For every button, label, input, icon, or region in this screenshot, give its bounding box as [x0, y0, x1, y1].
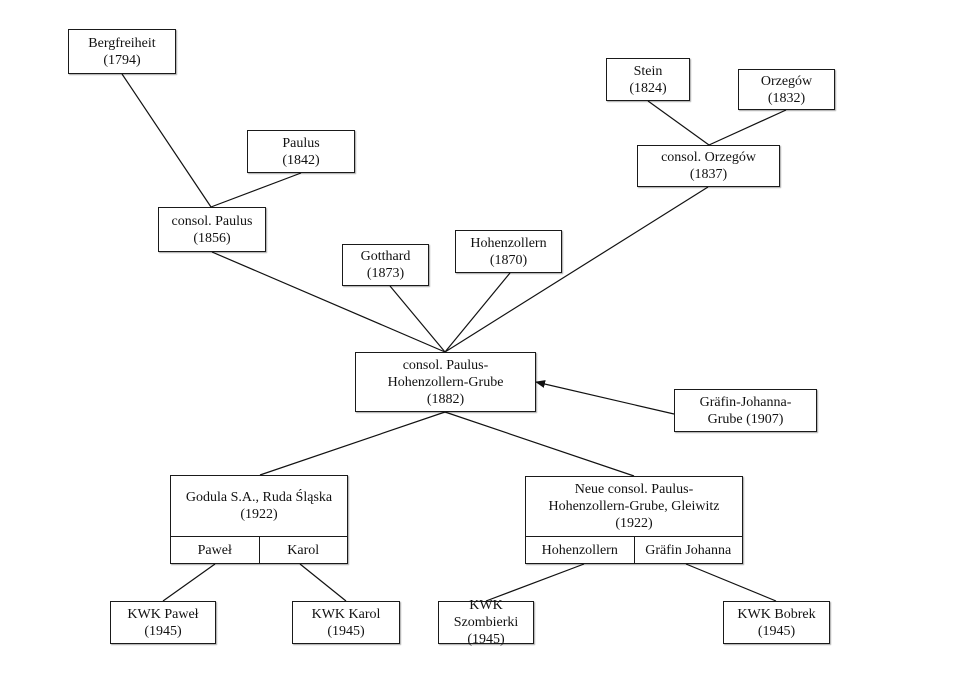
- subdivision-cell: Karol: [258, 537, 348, 563]
- node-label: KWK Karol(1945): [293, 602, 399, 643]
- node-label: Hohenzollern(1870): [456, 231, 561, 272]
- edge-godula-karol-to-kwk-karol: [299, 563, 347, 602]
- subdivision-cell: Hohenzollern: [541, 542, 618, 558]
- node-kwk-pawel: KWK Paweł(1945): [110, 601, 216, 644]
- edge-consol-orzegow-to-consol-paulus-hohenzollern: [444, 186, 709, 353]
- node-name: consol. Paulus: [171, 213, 253, 229]
- node-kwk-bobrek: KWK Bobrek(1945): [723, 601, 830, 644]
- edge-orzegow-to-consol-orzegow: [708, 109, 787, 146]
- node-bergfreiheit: Bergfreiheit(1794): [68, 29, 176, 74]
- edge-consol-paulus-hohenzollern-to-neue-consol: [444, 411, 635, 477]
- node-orzegow: Orzegów(1832): [738, 69, 835, 110]
- node-subdivisions: Hohenzollern Gräfin Johanna: [526, 536, 742, 563]
- node-label: Godula S.A., Ruda Śląska (1922): [171, 476, 347, 536]
- subdivision-cell: Paweł: [197, 542, 232, 558]
- node-year: (1842): [282, 152, 320, 168]
- node-year: (1945): [467, 632, 505, 647]
- edge-neue-consol-hohenzollern-to-kwk-szombierki: [485, 563, 585, 602]
- node-year: (1922): [615, 516, 653, 531]
- node-name: consol. Orzegów: [661, 150, 756, 165]
- node-godula: Godula S.A., Ruda Śląska (1922) Paweł Karol: [170, 475, 348, 564]
- node-name: KWK Bobrek: [737, 606, 816, 622]
- edge-stein-to-consol-orzegow: [647, 100, 710, 146]
- node-year: (1922): [240, 507, 278, 522]
- edge-neue-consol-gr-fin-johanna-to-kwk-bobrek: [685, 563, 777, 602]
- node-year: (1794): [103, 52, 141, 68]
- node-paulus: Paulus(1842): [247, 130, 355, 173]
- edge-godula-pawe--to-kwk-pawel: [162, 563, 216, 602]
- node-grafin-johanna-grube: Gräfin-Johanna-Grube (1907): [674, 389, 817, 432]
- node-label: Gotthard (1873): [343, 245, 428, 285]
- node-label: KWK Bobrek(1945): [724, 602, 829, 643]
- node-label: consol. Paulus(1856): [159, 208, 265, 251]
- node-year: (1837): [689, 167, 728, 182]
- node-gotthard: Gotthard (1873): [342, 244, 429, 286]
- edge-hohenzollern-to-consol-paulus-hohenzollern: [444, 272, 511, 353]
- node-label: KWK Paweł(1945): [111, 602, 215, 643]
- node-year: (1945): [144, 623, 182, 639]
- node-kwk-karol: KWK Karol(1945): [292, 601, 400, 644]
- node-name: Bergfreiheit: [88, 35, 156, 51]
- node-label: consol. Paulus-Hohenzollern-Grube(1882): [356, 353, 535, 411]
- node-year: (1870): [489, 252, 528, 268]
- node-year: (1856): [193, 230, 231, 246]
- node-label: Stein(1824): [607, 59, 689, 100]
- node-name: Neue consol. Paulus-: [574, 482, 694, 497]
- node-label: Gräfin-Johanna-Grube (1907): [675, 390, 816, 431]
- node-name: Gotthard: [360, 249, 411, 264]
- node-name: Hohenzollern-Grube: [387, 374, 504, 390]
- node-label: Bergfreiheit(1794): [69, 30, 175, 73]
- node-year: (1882): [426, 391, 465, 407]
- node-name: Hohenzollern: [470, 235, 547, 251]
- node-name: Paulus: [282, 135, 320, 151]
- node-consol-paulus: consol. Paulus(1856): [158, 207, 266, 252]
- node-name: KWK Szombierki: [453, 598, 519, 630]
- node-name: KWK Paweł: [127, 606, 199, 622]
- node-name: KWK Karol: [311, 606, 381, 622]
- node-label: Neue consol. Paulus- Hohenzollern-Grube, …: [526, 477, 742, 536]
- node-year: (1945): [327, 623, 365, 639]
- edge-consol-paulus-hohenzollern-to-godula: [259, 411, 446, 476]
- node-subdivisions: Paweł Karol: [171, 536, 347, 563]
- node-name: Hohenzollern-Grube, Gleiwitz: [548, 499, 720, 514]
- edge-bergfreiheit-to-consol-paulus: [121, 73, 212, 208]
- node-name: Godula S.A., Ruda Śląska: [185, 490, 333, 505]
- edge-paulus-to-consol-paulus: [210, 172, 302, 208]
- node-neue-consol: Neue consol. Paulus- Hohenzollern-Grube, …: [525, 476, 743, 564]
- node-name: consol. Paulus-: [402, 357, 489, 373]
- node-year: (1945): [757, 623, 796, 639]
- node-name: Grube (1907): [707, 411, 784, 427]
- edge-gotthard-to-consol-paulus-hohenzollern: [389, 285, 446, 353]
- edge-consol-paulus-to-consol-paulus-hohenzollern: [211, 251, 446, 353]
- node-name: Gräfin-Johanna-: [699, 394, 792, 410]
- node-year: (1824): [629, 80, 667, 96]
- edge-grafin-johanna-grube-to-consol-paulus-hohenzollern: [535, 380, 675, 415]
- node-label: consol. Orzegów (1837): [638, 146, 779, 186]
- node-name: Orzegów: [760, 73, 813, 89]
- node-kwk-szombierki: KWK Szombierki (1945): [438, 598, 534, 647]
- node-consol-paulus-hohenzollern: consol. Paulus-Hohenzollern-Grube(1882): [355, 352, 536, 412]
- subdivision-cell: Gräfin Johanna: [633, 537, 743, 563]
- node-label: Paulus(1842): [248, 131, 354, 172]
- node-year: (1832): [767, 90, 806, 106]
- node-name: Stein: [633, 63, 663, 79]
- node-consol-orzegow: consol. Orzegów (1837): [637, 145, 780, 187]
- node-stein: Stein(1824): [606, 58, 690, 101]
- node-hohenzollern: Hohenzollern(1870): [455, 230, 562, 273]
- node-label: Orzegów(1832): [739, 70, 834, 109]
- node-year: (1873): [366, 266, 405, 281]
- node-label: KWK Szombierki (1945): [439, 597, 533, 648]
